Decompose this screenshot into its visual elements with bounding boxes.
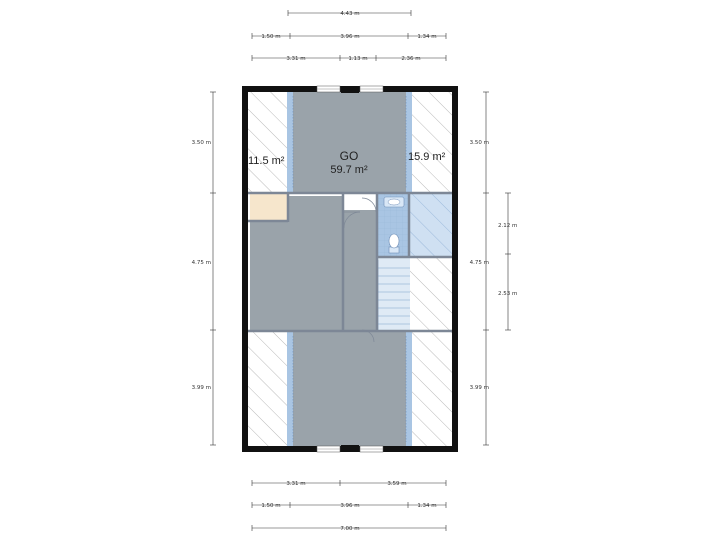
dim-left-c: 3.99 m (192, 385, 211, 391)
window-icon (316, 85, 384, 453)
hatched-zone-mid-right-blue (410, 194, 452, 257)
blue-strip-top-left (287, 92, 293, 192)
toilet-icon (388, 233, 400, 254)
dim-right-a: 3.50 m (470, 140, 489, 146)
floor-hallway (344, 210, 376, 330)
dim-top-row2-a: 1.50 m (261, 34, 280, 40)
blue-strip-bottom-right (406, 332, 412, 446)
closet-beige (250, 194, 288, 220)
hatched-zone-bottom-left (248, 330, 288, 446)
stairwell (376, 258, 410, 330)
dim-bottom-row2-c: 1.34 m (417, 503, 436, 509)
hatched-zone-mid-right (410, 258, 452, 330)
dim-top-row3-a: 3.31 m (286, 56, 305, 62)
dim-right-inner-b: 2.53 m (498, 291, 517, 297)
right-wall-cover (452, 148, 458, 168)
dim-bottom-row2-a: 1.50 m (261, 503, 280, 509)
floor-top-room (290, 92, 410, 192)
dim-bottom-row1-b: 3.59 m (387, 481, 406, 487)
dim-left-a: 3.50 m (192, 140, 211, 146)
dim-top-row2-c: 1.34 m (417, 34, 436, 40)
left-wall-cover (242, 150, 248, 170)
door-swings (343, 197, 377, 343)
skylight-markers (292, 96, 407, 442)
dim-bottom-overall: 7.00 m (340, 526, 359, 532)
room-area-main: 59.7 m² (330, 164, 368, 176)
hatched-zone-bottom-right (410, 330, 452, 446)
dim-top-overall: 4.43 m (340, 11, 359, 17)
right-dimensions (483, 91, 511, 446)
hatched-zone-top-right (410, 92, 452, 192)
left-dimensions (210, 91, 216, 446)
floor-bottom-room (290, 332, 410, 446)
dim-left-b: 4.75 m (192, 260, 211, 266)
dim-top-row3-b: 1.13 m (348, 56, 367, 62)
bottom-dimensions (251, 480, 447, 531)
blue-strip-bottom-left (287, 332, 293, 446)
dim-bottom-row2-b: 3.96 m (340, 503, 359, 509)
sink-icon (383, 196, 405, 208)
dim-top-row2-b: 3.96 m (340, 34, 359, 40)
dim-right-inner-a: 2.12 m (498, 223, 517, 229)
room-name-main: GO (340, 149, 359, 163)
dim-right-b: 4.75 m (470, 260, 489, 266)
top-dimensions (251, 10, 447, 61)
dim-right-c: 3.99 m (470, 385, 489, 391)
room-area-right: 15.9 m² (408, 151, 446, 163)
dim-bottom-row1-a: 3.31 m (286, 481, 305, 487)
interior-walls (248, 191, 452, 333)
blue-strip-top-right (406, 92, 412, 192)
room-area-left: 11.5 m² (248, 155, 285, 167)
dim-top-row3-c: 2.36 m (401, 56, 420, 62)
hatched-zone-top-left (248, 92, 288, 192)
